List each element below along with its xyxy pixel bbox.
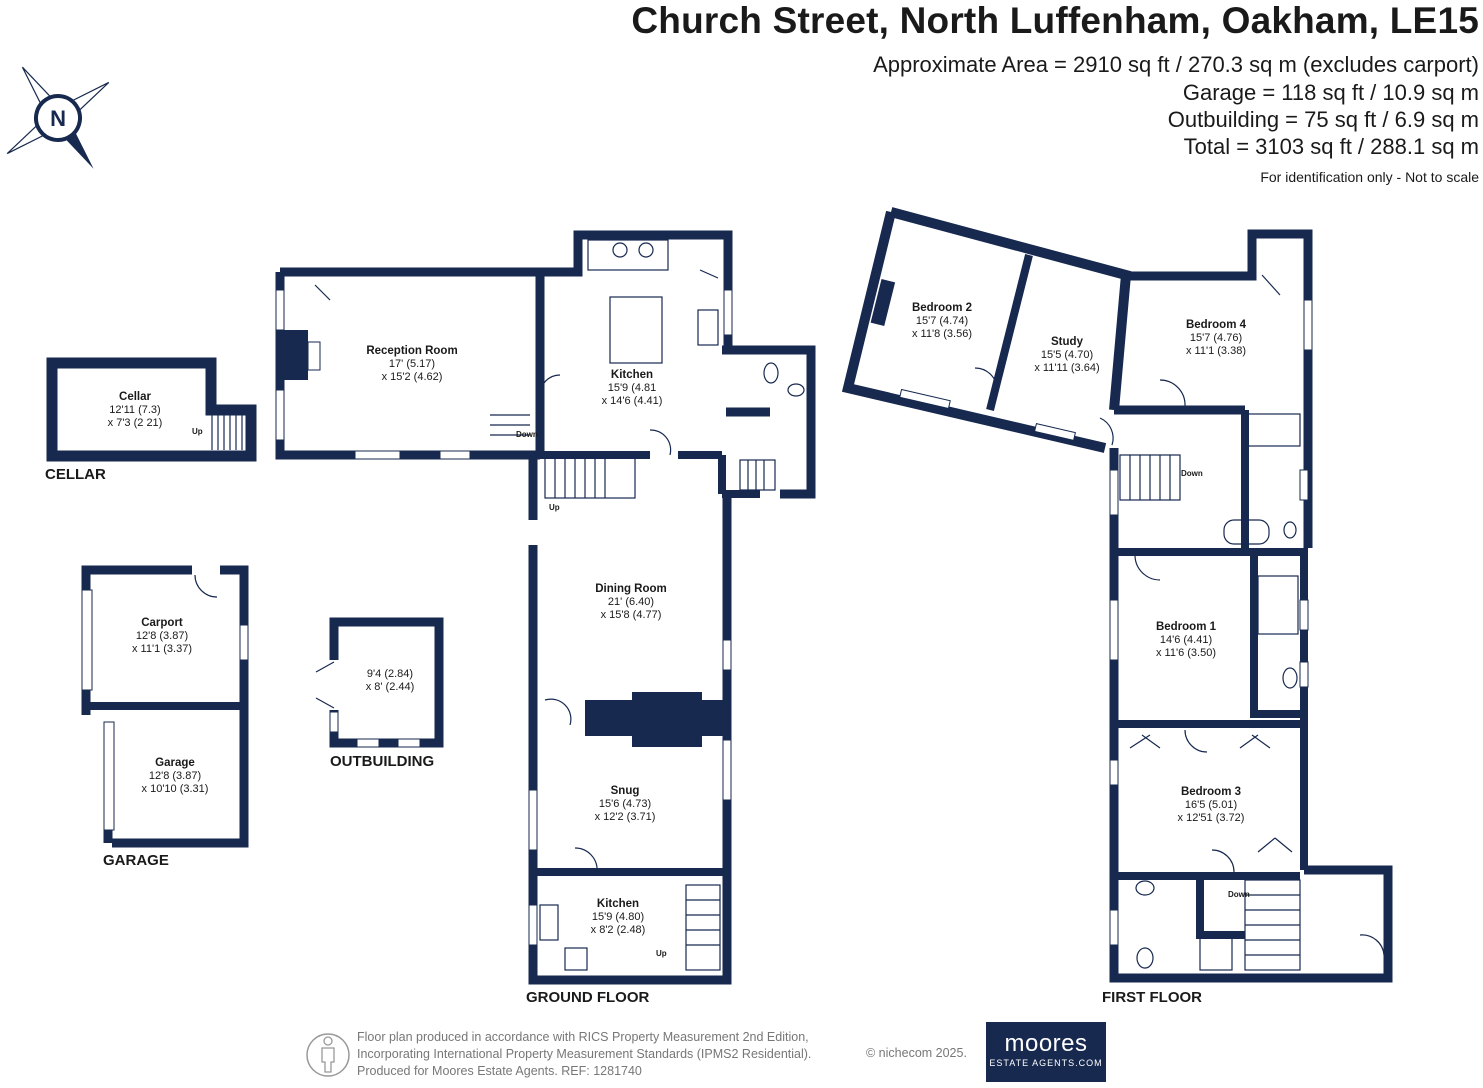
kitchen2-dim2: x 8'2 (2.48)	[591, 924, 646, 936]
garage-floor-label: GARAGE	[103, 852, 169, 869]
property-address-title: Church Street, North Luffenham, Oakham, …	[631, 0, 1479, 41]
snug-dim2: x 12'2 (3.71)	[595, 811, 656, 823]
outbuilding-plan: 9'4 (2.84) x 8' (2.44) OUTBUILDING	[315, 617, 444, 770]
snug-dim1: 15'6 (4.73)	[599, 798, 651, 810]
reception-name: Reception Room	[366, 345, 457, 357]
ground-floor-plan: Down Up Up Reception Room 17' (5.17) x 1…	[275, 230, 816, 1006]
carport-name: Carport	[141, 617, 183, 629]
first-down-label: Down	[1181, 469, 1203, 478]
footer-line-1: Floor plan produced in accordance with R…	[357, 1030, 809, 1044]
person-icon	[306, 1033, 350, 1077]
outbuilding-dim1: 9'4 (2.84)	[367, 668, 413, 680]
approximate-area-text: Approximate Area = 2910 sq ft / 270.3 sq…	[873, 52, 1479, 77]
cellar-dim1: 12'11 (7.3)	[109, 404, 160, 416]
outbuilding-floor-label: OUTBUILDING	[330, 753, 434, 770]
kitchen-main-dim2: x 14'6 (4.41)	[602, 395, 663, 407]
ground-floor-label: GROUND FLOOR	[526, 989, 649, 1006]
carport-dim1: 12'8 (3.87)	[136, 630, 188, 642]
garage-dim1: 12'8 (3.87)	[149, 770, 201, 782]
bedroom4-dim1: 15'7 (4.76)	[1190, 332, 1242, 344]
outbuilding-dim2: x 8' (2.44)	[366, 681, 415, 693]
cellar-dim2: x 7'3 (2 21)	[108, 417, 163, 429]
dining-name: Dining Room	[595, 583, 667, 595]
bedroom3-dim2: x 12'51 (3.72)	[1178, 812, 1245, 824]
bedroom3-dim1: 16'5 (5.01)	[1185, 799, 1237, 811]
study-dim1: 15'5 (4.70)	[1041, 349, 1093, 361]
garage-area-text: Garage = 118 sq ft / 10.9 sq m	[1182, 80, 1479, 105]
bedroom2-name: Bedroom 2	[912, 302, 972, 314]
logo-subtitle: ESTATE AGENTS.COM	[989, 1058, 1103, 1068]
kitchen-main-name: Kitchen	[611, 369, 653, 381]
cellar-name: Cellar	[119, 391, 151, 403]
footer-line-2: Incorporating International Property Mea…	[357, 1047, 812, 1061]
bedroom2-dim2: x 11'8 (3.56)	[912, 328, 972, 340]
cellar-plan: Up Cellar 12'11 (7.3) x 7'3 (2 21) CELLA…	[45, 357, 257, 483]
study-dim2: x 11'11 (3.64)	[1034, 362, 1099, 374]
outbuilding-area-text: Outbuilding = 75 sq ft / 6.9 sq m	[1167, 107, 1479, 132]
footer-line-3: Produced for Moores Estate Agents. REF: …	[357, 1064, 642, 1078]
first-floor-label: FIRST FLOOR	[1102, 989, 1202, 1006]
reception-dim2: x 15'2 (4.62)	[382, 371, 443, 383]
study-name: Study	[1051, 336, 1084, 348]
kitchen-main-dim1: 15'9 (4.81	[608, 382, 657, 394]
kitchen2-dim1: 15'9 (4.80)	[592, 911, 644, 923]
bedroom2-dim1: 15'7 (4.74)	[916, 315, 968, 327]
bedroom3-name: Bedroom 3	[1181, 786, 1241, 798]
footer-disclaimer: Floor plan produced in accordance with R…	[357, 1029, 811, 1080]
kitchen2-name: Kitchen	[597, 898, 639, 910]
bedroom1-dim2: x 11'6 (3.50)	[1156, 647, 1216, 659]
garage-plan: Carport 12'8 (3.87) x 11'1 (3.37) Garage…	[81, 565, 249, 869]
moores-logo: moores ESTATE AGENTS.COM	[986, 1022, 1106, 1082]
logo-name: moores	[1004, 1030, 1088, 1057]
bedroom1-name: Bedroom 1	[1156, 621, 1217, 633]
first-down-label-2: Down	[1228, 890, 1250, 899]
dining-dim2: x 15'8 (4.77)	[601, 609, 662, 621]
cellar-floor-label: CELLAR	[45, 466, 106, 483]
bedroom1-dim1: 14'6 (4.41)	[1160, 634, 1212, 646]
reception-dim1: 17' (5.17)	[389, 358, 435, 370]
dining-dim1: 21' (6.40)	[608, 596, 654, 608]
ground-down-label: Down	[516, 430, 538, 439]
garage-dim2: x 10'10 (3.31)	[142, 783, 209, 795]
carport-dim2: x 11'1 (3.37)	[132, 643, 192, 655]
compass-north-letter: N	[50, 106, 66, 131]
cellar-up-label: Up	[192, 427, 203, 436]
compass-icon: N	[6, 66, 110, 169]
bedroom4-name: Bedroom 4	[1186, 319, 1247, 331]
copyright-text: © nichecom 2025.	[866, 1046, 967, 1060]
kitchen2-up-label: Up	[656, 949, 667, 958]
ground-up-label: Up	[549, 503, 560, 512]
snug-name: Snug	[611, 785, 640, 797]
bedroom4-dim2: x 11'1 (3.38)	[1186, 345, 1246, 357]
first-floor-plan: Down Down Bedroom 2 15'7 (4.74) x 11'8 (…	[841, 207, 1393, 1006]
disclaimer-note: For identification only - Not to scale	[1260, 169, 1479, 185]
total-area-text: Total = 3103 sq ft / 288.1 sq m	[1183, 134, 1479, 159]
garage-name: Garage	[155, 757, 195, 769]
